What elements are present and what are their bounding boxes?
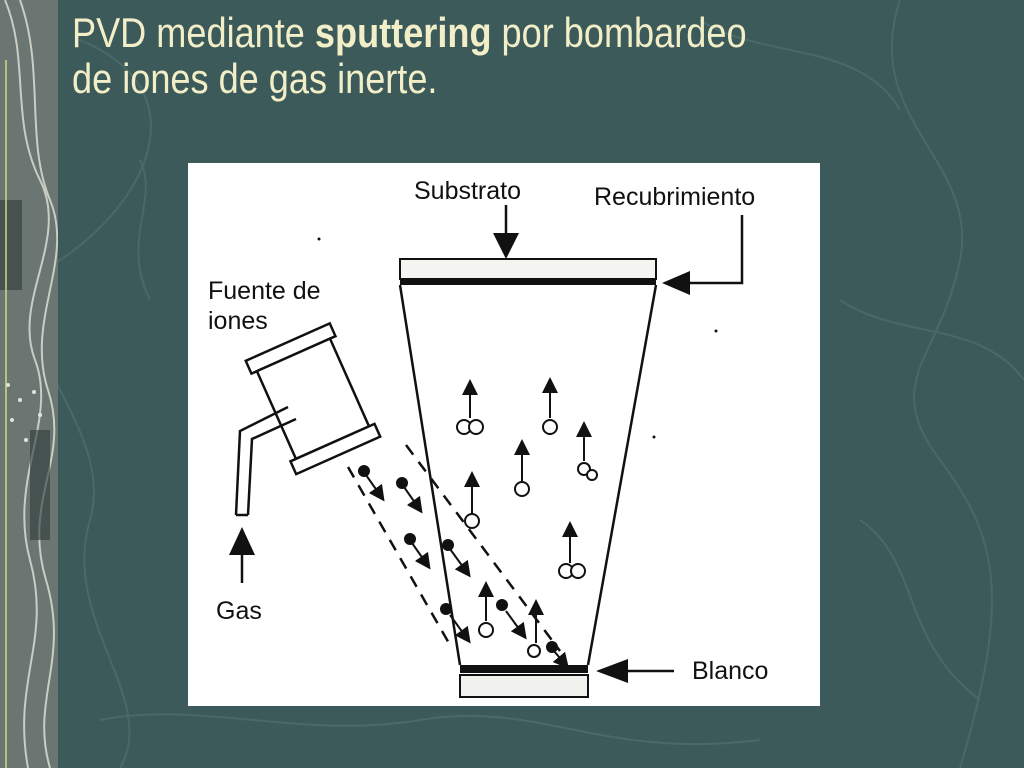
target-plate <box>459 665 589 698</box>
sputtering-diagram: Substrato Recubrimiento Fuente de iones … <box>188 163 820 706</box>
label-fuente-de-iones-line1: Fuente de <box>208 277 321 305</box>
label-gas: Gas <box>216 597 262 625</box>
label-fuente-de-iones-line2: iones <box>208 307 268 335</box>
incoming-ions <box>358 465 570 670</box>
speck-marks <box>317 237 718 439</box>
target-arrow <box>596 659 674 683</box>
gas-pipe <box>234 405 297 517</box>
title-line1-suffix: por bombardeo <box>491 9 747 56</box>
coating-arrow <box>662 215 744 295</box>
title-keyword: sputtering <box>314 9 492 56</box>
ion-source <box>244 321 382 476</box>
ion-beam <box>346 444 562 652</box>
substrate-plate <box>399 258 657 285</box>
label-recubrimiento: Recubrimiento <box>594 183 756 211</box>
diagram-graphic <box>229 205 744 698</box>
title-line1-prefix: PVD mediante <box>72 9 315 56</box>
sputtered-atoms <box>456 377 598 658</box>
title-line2: de iones de gas inerte. <box>72 55 438 102</box>
substrate-arrow <box>493 205 519 259</box>
slide-title: PVD mediante sputtering por bombardeo de… <box>72 10 846 102</box>
vacuum-chamber <box>398 284 658 666</box>
label-substrato: Substrato <box>414 177 522 205</box>
gas-arrow <box>229 527 255 583</box>
label-blanco: Blanco <box>692 657 769 685</box>
decorative-side-strip <box>0 0 58 768</box>
